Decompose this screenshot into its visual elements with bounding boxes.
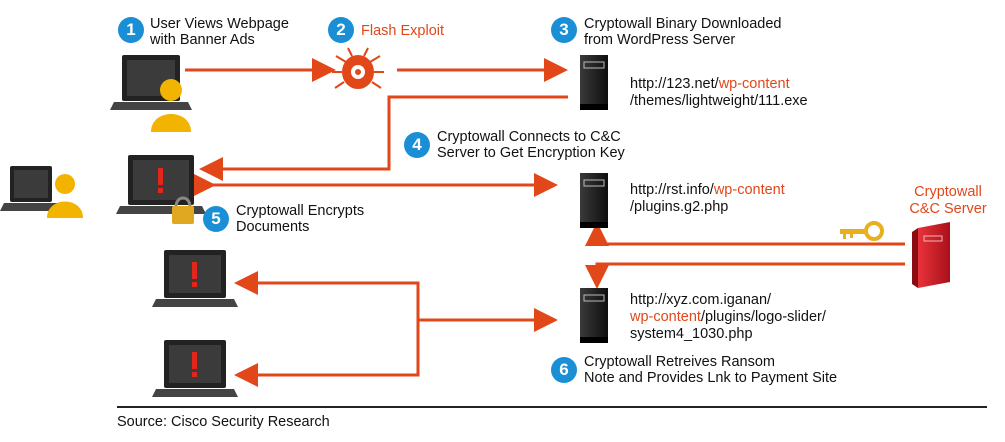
step-5-badge: 5 [203,206,229,232]
step-1-line-1: User Views Webpage [150,16,289,32]
server-3-url-file: system4_1030.php [630,326,753,342]
server-2-url-highlight: wp-content [713,182,785,198]
step-6-line-2: Note and Provides Lnk to Payment Site [584,370,838,386]
step-6-line-1: Cryptowall Retreives Ransom [584,354,775,370]
arrow-cc-to-server2 [585,222,905,246]
step-4-text: Cryptowall Connects to C&C Server to Get… [437,129,625,161]
server-3-url-host: http://xyz.com.iganan/ [630,292,772,308]
server-2-icon [580,173,608,228]
infected-laptop-2-icon [152,340,238,397]
step-1-line-2: with Banner Ads [150,32,255,48]
step-6-badge: 6 [551,357,577,383]
step-1-badge: 1 [118,17,144,43]
flow-arrows [185,58,905,387]
server-1-url-prefix: http://123.net/ [630,76,719,92]
bug-icon [332,47,384,89]
step-4-line-2: Server to Get Encryption Key [437,145,625,161]
attacker-laptop-icon [0,166,83,218]
victim-laptop-icon [116,155,206,214]
step-3-text: Cryptowall Binary Downloaded from WordPr… [584,16,781,48]
server-3-url-path: /plugins/logo-slider/ [700,309,826,325]
step-5-text: Cryptowall Encrypts Documents [236,203,364,235]
server-2-url: http://rst.info/wp-content /plugins.g2.p… [630,182,785,216]
step-1-text: User Views Webpage with Banner Ads [150,16,289,48]
server-3-icon [580,288,608,343]
infected-laptop-1-icon [152,250,238,307]
cc-server-label: Cryptowall C&C Server [893,184,1003,218]
step-4-badge: 4 [404,132,430,158]
step-3-line-2: from WordPress Server [584,32,736,48]
server-1-url: http://123.net/wp-content /themes/lightw… [630,76,808,110]
server-1-icon [580,55,608,110]
step-3-badge: 3 [551,17,577,43]
server-3-url-highlight: wp-content [630,309,701,325]
footer-divider [117,406,987,408]
step-5-line-2: Documents [236,219,310,235]
step-2-badge: 2 [328,17,354,43]
server-1-url-path: /themes/lightweight/111.exe [630,93,808,109]
cc-server-label-line-1: Cryptowall [914,184,982,200]
arrow-server3-to-pc1 [234,271,420,320]
key-icon [840,221,884,241]
arrow-server1-to-victim [199,95,568,181]
step-4-line-1: Cryptowall Connects to C&C [437,129,621,145]
step-5-line-1: Cryptowall Encrypts [236,203,365,219]
server-2-url-path: /plugins.g2.php [630,199,729,215]
cc-server-icon [912,222,950,288]
cc-server-label-line-2: C&C Server [909,201,987,217]
source-caption: Source: Cisco Security Research [117,414,330,430]
user-laptop-icon [110,55,192,132]
server-3-url: http://xyz.com.iganan/ wp-content/plugin… [630,292,826,343]
server-2-url-prefix: http://rst.info/ [630,182,714,198]
arrow-server3-to-pc2 [234,320,420,387]
step-6-text: Cryptowall Retreives Ransom Note and Pro… [584,354,837,386]
server-1-url-highlight: wp-content [718,76,790,92]
lock-icon [172,196,194,224]
step-3-line-1: Cryptowall Binary Downloaded [584,16,782,32]
arrow-cc-to-server3 [585,262,905,289]
step-2-text: Flash Exploit [361,23,445,39]
